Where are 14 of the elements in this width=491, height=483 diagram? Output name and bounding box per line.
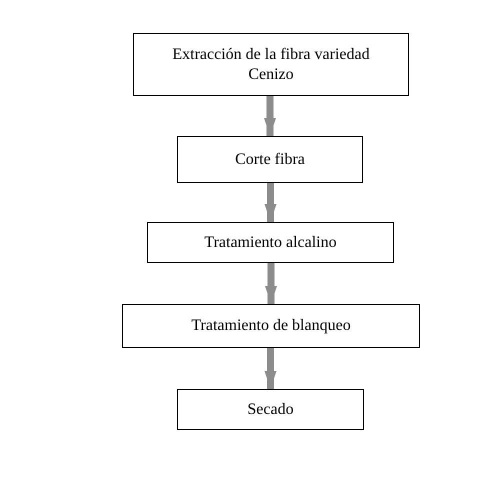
process-box [177, 389, 364, 430]
step-label: Extracción de la fibra variedad Cenizo [171, 44, 371, 84]
arrow [265, 263, 277, 304]
arrow [264, 348, 276, 389]
process-box [133, 33, 409, 96]
step-label: Secado [247, 400, 294, 420]
arrow [264, 183, 276, 222]
process-box [177, 136, 363, 183]
arrow [264, 96, 276, 136]
step-label: Corte fibra [235, 150, 305, 170]
process-box [147, 222, 394, 263]
step-label: Tratamiento alcalino [204, 232, 337, 252]
process-box [122, 304, 420, 348]
step-label: Tratamiento de blanqueo [191, 316, 351, 336]
